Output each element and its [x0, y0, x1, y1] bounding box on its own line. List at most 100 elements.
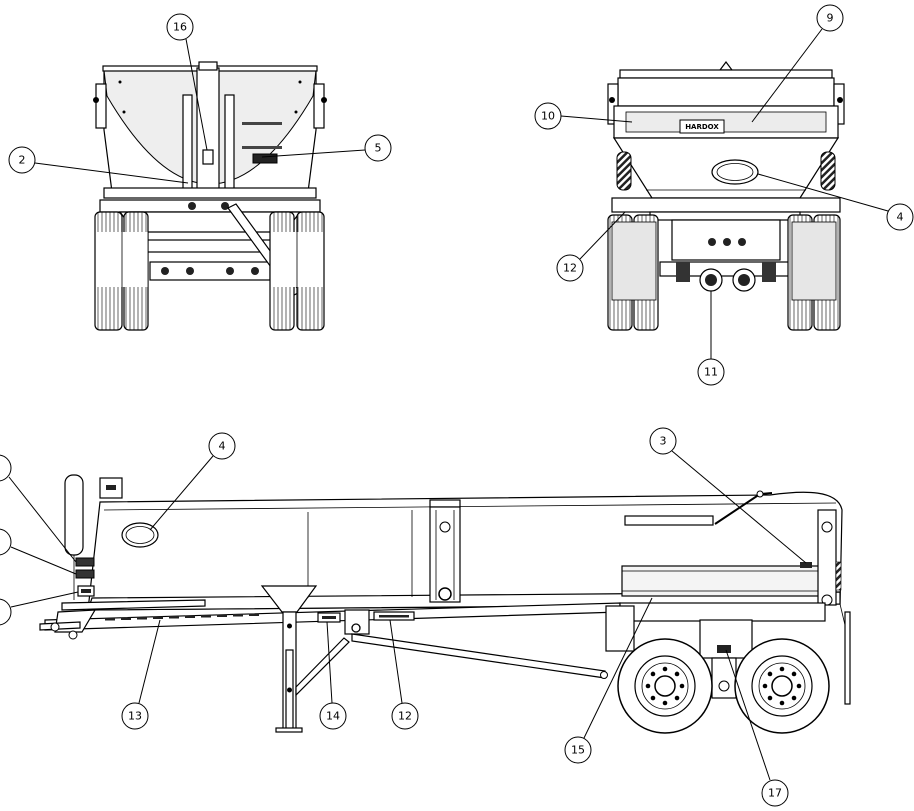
rear-axle-decal: [717, 645, 731, 653]
leader-line: [185, 38, 208, 151]
rivet: [118, 80, 122, 84]
front-stripe: [242, 122, 282, 125]
rear-view: HARDOX: [607, 61, 845, 331]
callout-number: 2: [19, 154, 26, 167]
front-id-mark: [106, 485, 116, 490]
leader-line: [8, 476, 77, 563]
lug-nut: [679, 683, 685, 689]
lug-nut: [767, 671, 773, 677]
rear-suspension-hanger: [605, 605, 635, 652]
callout-balloon: [166, 13, 194, 41]
chassis-slot: [249, 613, 259, 616]
callout-balloon: [319, 702, 347, 730]
rivet: [93, 97, 99, 103]
hardox-badge-text: HARDOX: [685, 123, 719, 131]
side-rear-rim-inner: [758, 662, 806, 710]
side-oval-decal-inner: [125, 526, 155, 544]
side-mudflap: [844, 611, 851, 705]
rear-left-mudflap: [611, 221, 657, 301]
side-top-rail: [103, 502, 837, 511]
callout-number: 4: [897, 211, 904, 224]
rear-callouts: 9 10 4 12 11: [534, 4, 914, 386]
callout-side-4: 4: [149, 432, 236, 531]
front-bolster: [103, 187, 317, 199]
side-post-bracket: [429, 499, 461, 508]
rear-oval-decal: [711, 159, 759, 185]
rear-post-pin: [821, 521, 833, 533]
callout-front-16: 16: [166, 13, 208, 151]
side-rear-lugs: [762, 666, 802, 706]
side-rear-rim: [751, 655, 813, 717]
side-step-right-inner: [379, 615, 409, 618]
side-front-rim-inner: [641, 662, 689, 710]
callout-rear-12: 12: [556, 211, 626, 282]
front-label-plate: [252, 153, 278, 164]
rivet: [294, 110, 298, 114]
callout-balloon: [8, 146, 36, 174]
callout-balloon: [556, 254, 584, 282]
callout-balloon: [0, 528, 12, 556]
rear-bumper-post: [839, 603, 846, 626]
callout-balloon: [886, 203, 914, 231]
lug-nut: [674, 671, 680, 677]
callout-balloon: [391, 702, 419, 730]
rear-frame-rail: [619, 602, 826, 622]
rear-upper-panel: [617, 77, 835, 107]
rear-cylinder-box: [624, 515, 714, 526]
lug-nut: [779, 700, 785, 706]
chassis-slot: [153, 616, 163, 619]
lug-nut: [674, 695, 680, 701]
side-oval-decal: [121, 522, 159, 548]
landing-gear-pin: [287, 623, 292, 629]
callout-number: 5: [375, 142, 382, 155]
leader-line: [751, 28, 823, 123]
lug-nut: [791, 671, 797, 677]
suspension-bolt: [226, 267, 234, 275]
rear-right-lamp: [820, 151, 836, 191]
callout-number: 3: [660, 435, 667, 448]
side-front-hub: [654, 675, 676, 697]
side-rear-hub: [771, 675, 793, 697]
rear-decal: [800, 562, 812, 568]
rear-equalizer: [711, 657, 737, 699]
callout-side-cutoff-b: [0, 528, 77, 575]
callout-number: 11: [704, 366, 718, 379]
lug-nut: [650, 695, 656, 701]
rivet: [122, 110, 126, 114]
leader-line: [560, 115, 633, 123]
kingpin: [50, 622, 60, 632]
callout-rear-9: 9: [751, 4, 844, 123]
chassis-slot: [185, 615, 195, 618]
landing-gear-brace: [295, 637, 350, 697]
front-marker-light: [75, 557, 95, 567]
chassis-slot: [217, 614, 227, 617]
leader-line: [34, 162, 189, 184]
front-decal-small: [202, 149, 214, 165]
post-pin: [438, 587, 452, 601]
rear-connector: [723, 238, 731, 246]
leader-line: [10, 546, 77, 575]
front-right-hinge: [313, 83, 325, 129]
lug-nut: [767, 695, 773, 701]
rivet: [298, 80, 302, 84]
callout-rear-4: 4: [757, 173, 914, 231]
hardox-badge: [679, 119, 725, 134]
lug-nut: [645, 683, 651, 689]
callout-side-14: 14: [319, 621, 347, 730]
front-hitch: [39, 621, 81, 631]
lug-nut: [662, 666, 668, 672]
lug-nut: [796, 683, 802, 689]
hoist-cap: [198, 61, 218, 71]
rear-side-panel: [621, 565, 836, 597]
front-view: [93, 61, 327, 331]
rear-hanger: [762, 262, 776, 282]
rear-brake-drum-inner: [738, 274, 750, 286]
leader-line: [725, 649, 771, 781]
callout-balloon: [364, 134, 392, 162]
callout-balloon: [0, 454, 12, 482]
chassis-slot: [169, 616, 179, 619]
tailgate-inner-panel: [625, 111, 827, 133]
callout-number: 14: [326, 710, 340, 723]
callout-balloon: [208, 432, 236, 460]
rear-hanger: [676, 262, 690, 282]
